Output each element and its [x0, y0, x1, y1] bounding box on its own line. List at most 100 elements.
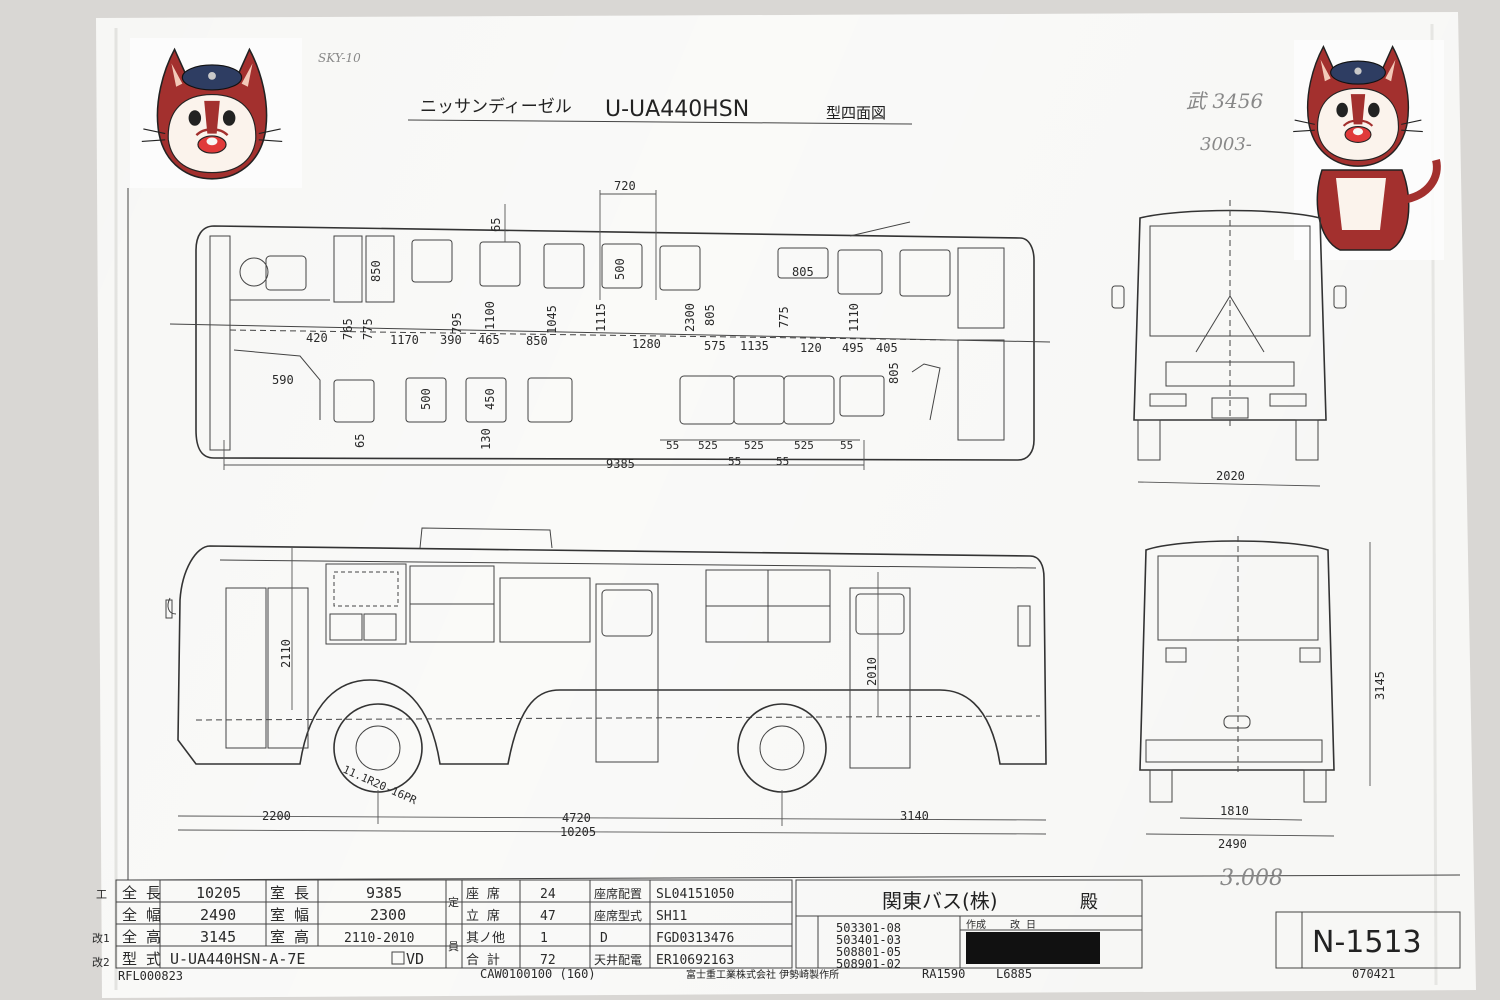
handwritten-note-middle: 3.008 [1220, 866, 1283, 891]
footer-company: 富士重工業株式会社 伊勢崎製作所 [686, 968, 839, 981]
side-view: 2110 2010 11.1R20-16PR 2200 4720 3140 10… [165, 527, 1047, 839]
dim-525-b: 525 [744, 439, 764, 452]
dim-850: 850 [369, 260, 383, 282]
drawing-no-2: 503401-03 [836, 933, 901, 947]
customer-suffix: 殿 [1080, 892, 1098, 913]
sheet-number: N-1513 [1312, 925, 1422, 960]
spec-standing: 47 [540, 909, 556, 924]
spec-model-suffix: VD [406, 950, 424, 968]
spec-fgd-number: FGD0313476 [656, 931, 734, 946]
dim-720: 720 [614, 179, 636, 193]
title-maker: ニッサンディーゼル [420, 96, 572, 117]
spec-other: 1 [540, 931, 548, 946]
dim-4720: 4720 [562, 811, 591, 825]
dim-3145: 3145 [1373, 671, 1387, 700]
spec-label-room-width: 室 幅 [270, 906, 309, 924]
footer-codes: RFL000823 CAW0100100 (160) 富士重工業株式会社 伊勢崎… [118, 967, 1395, 983]
drawing-no-3: 508801-05 [836, 945, 901, 959]
spec-label-room-length: 室 長 [270, 884, 309, 902]
drawing-no-4: 508901-02 [836, 957, 901, 971]
footer-left-code: RFL000823 [118, 969, 183, 983]
dim-65-top: 65 [489, 218, 503, 232]
plan-view: 720 420 1170 390 465 850 1280 575 1135 1… [169, 179, 1051, 471]
spec-seat-type: SH11 [656, 909, 687, 924]
row-mark-3: 改1 [92, 931, 110, 945]
dim-500-a: 500 [613, 258, 627, 280]
dim-805-c: 805 [887, 362, 901, 384]
dim-10205: 10205 [560, 825, 596, 839]
dim-450: 450 [483, 388, 497, 410]
spec-label-other: 其ノ他 [466, 931, 505, 946]
dim-495: 495 [842, 341, 864, 355]
spec-label-seats: 座 席 [466, 886, 500, 902]
dim-795: 795 [450, 312, 464, 334]
dim-775-a: 775 [361, 318, 375, 340]
dim-850-b: 850 [526, 334, 548, 348]
spec-label-seat-layout: 座席配置 [594, 886, 642, 901]
spec-table: 工 改1 改2 全 長 10205 室 長 9385 座 席 24 座席配置 S… [92, 879, 793, 969]
dim-55-a: 55 [666, 439, 679, 452]
stamp-header-revised: 改 日 [1010, 918, 1036, 931]
dim-3140: 3140 [900, 809, 929, 823]
dim-55-c: 55 [728, 455, 741, 468]
footer-code-a: RA1590 [922, 967, 965, 981]
dim-1170: 1170 [390, 333, 419, 347]
spec-label-model: 型 式 [122, 950, 161, 968]
dim-2010: 2010 [865, 657, 879, 686]
dim-2300: 2300 [683, 303, 697, 332]
dim-500-b: 500 [419, 388, 433, 410]
dim-1115: 1115 [594, 303, 608, 332]
dim-2490: 2490 [1218, 837, 1247, 851]
spec-overall-length: 10205 [196, 884, 241, 902]
dim-1280: 1280 [632, 337, 661, 351]
dim-805-b: 805 [792, 265, 814, 279]
dim-765: 765 [341, 318, 355, 340]
spec-seat-layout: SL04151050 [656, 887, 734, 902]
spec-label-seat-type: 座席型式 [594, 908, 642, 923]
customer-name: 関東バス(株) [882, 889, 998, 913]
dim-2110: 2110 [279, 639, 293, 668]
dim-775-b: 775 [777, 306, 791, 328]
spec-model: U-UA440HSN-A-7E [170, 950, 305, 968]
spec-label-ceiling: 天井配電 [594, 953, 642, 967]
dim-2200: 2200 [262, 809, 291, 823]
cat-mascot-sticker-right [1292, 40, 1444, 260]
dim-120: 120 [800, 341, 822, 355]
footer-center-code: CAW0100100 (160) [480, 967, 596, 981]
spec-label-total: 合 計 [466, 952, 500, 968]
dim-1810: 1810 [1220, 804, 1249, 818]
dim-1135: 1135 [740, 339, 769, 353]
dim-55-d: 55 [776, 455, 789, 468]
handwritten-note-top: SKY-10 [318, 51, 361, 65]
stamp-header-made: 作成 [966, 919, 986, 931]
dim-465: 465 [478, 333, 500, 347]
title-model: U-UA440HSN [605, 97, 749, 122]
dim-2020: 2020 [1216, 469, 1245, 483]
footer-date-code: 070421 [1352, 967, 1395, 981]
row-mark-4: 改2 [92, 955, 110, 969]
spec-seats: 24 [540, 887, 556, 902]
spec-er-number: ER10692163 [656, 953, 734, 968]
dim-390: 390 [440, 333, 462, 347]
dim-525-a: 525 [698, 439, 718, 452]
spec-overall-width: 2490 [200, 906, 236, 924]
dim-1045: 1045 [545, 305, 559, 334]
redaction-block [966, 932, 1100, 964]
title-kind: 型四面図 [826, 104, 886, 122]
spec-label-overall-width: 全 幅 [122, 906, 161, 924]
spec-label-d: D [600, 931, 608, 946]
capacity-mark-1: 定 [448, 895, 459, 909]
spec-label-room-height: 室 高 [270, 928, 309, 946]
spec-overall-height: 3145 [200, 928, 236, 946]
dim-805-a: 805 [703, 304, 717, 326]
handwritten-note-right-1: 武 3456 [1186, 89, 1264, 113]
drawing-no-1: 503301-08 [836, 921, 901, 935]
footer-code-b: L6885 [996, 967, 1032, 981]
spec-total: 72 [540, 953, 556, 968]
cat-mascot-sticker-left [130, 38, 302, 188]
spec-room-width: 2300 [370, 906, 406, 924]
dim-525-c: 525 [794, 439, 814, 452]
handwritten-note-right-2: 3003- [1200, 134, 1252, 155]
row-mark-1: 工 [96, 888, 107, 901]
